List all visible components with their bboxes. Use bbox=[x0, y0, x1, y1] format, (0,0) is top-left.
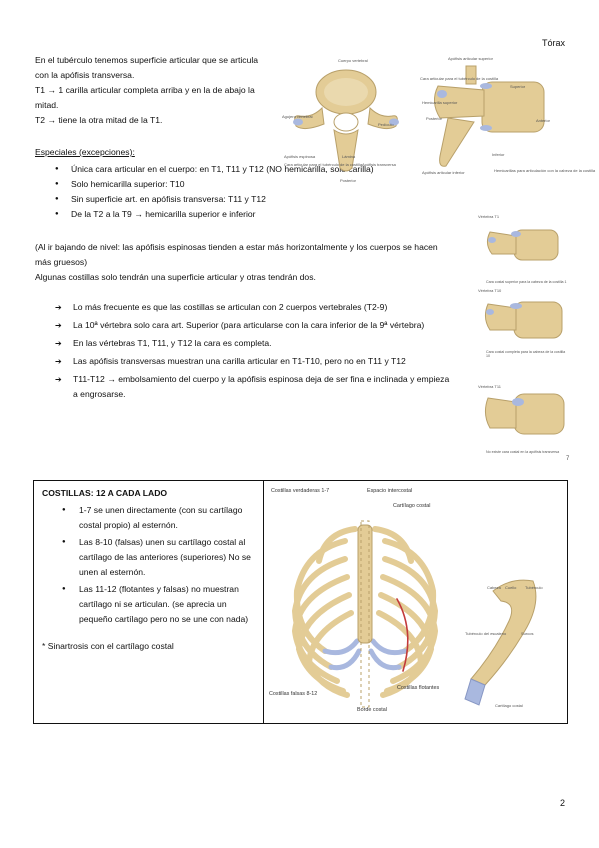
list-item: Las apófisis transversas muestran una ca… bbox=[55, 354, 455, 369]
rib-label: Surcos bbox=[521, 631, 534, 636]
vertebra-top-view-figure: Cuerpo vertebral Agujero vertebral Apófi… bbox=[282, 56, 410, 186]
ribs-title: COSTILLAS: 12 A CADA LADO bbox=[42, 488, 168, 498]
list-item: Solo hemicarilla superior: T10 bbox=[35, 177, 455, 192]
vertebra-t1-figure: Vértebra T1 Cara costal superior para la… bbox=[478, 214, 570, 284]
section-header: Tórax bbox=[541, 38, 565, 48]
list-item: Única cara articular en el cuerpo: en T1… bbox=[35, 162, 455, 177]
intro-text: En el tubérculo tenemos superficie artic… bbox=[35, 53, 265, 128]
figure-label: Apófisis articular inferior bbox=[422, 170, 465, 175]
ribs-list: 1-7 se unen directamente (con su cartíla… bbox=[42, 503, 257, 629]
vertebra-t10-illustration bbox=[484, 301, 563, 339]
vertebra-caption: Cara costal superior para la cabeza de l… bbox=[486, 280, 567, 284]
thorax-label-true-ribs: Costillas verdaderas 1-7 bbox=[271, 488, 330, 494]
rib-label: Tubérculo bbox=[525, 585, 543, 590]
page-number: 2 bbox=[559, 798, 565, 808]
list-item: La 10ª vértebra solo cara art. Superior … bbox=[55, 318, 455, 333]
figure-label: Agujero vertebral bbox=[282, 114, 313, 119]
vertebra-caption: No existe cara costal en la apófisis tra… bbox=[486, 450, 560, 454]
vertebra-t11-illustration bbox=[484, 393, 565, 435]
thorax-label-cartilage: Cartílago costal bbox=[393, 503, 431, 509]
list-item: Las 8-10 (falsas) unen su cartílago cost… bbox=[42, 535, 257, 580]
rib-label: Tubérculo del escaleno bbox=[465, 631, 507, 636]
arrow-points-list: Lo más frecuente es que las costillas se… bbox=[55, 300, 455, 405]
vertebra-side-view-figure: Apófisis articular superior Cara articul… bbox=[418, 56, 595, 180]
thorax-label-intercostal: Espacio intercostal bbox=[367, 488, 413, 494]
ribs-text-panel: COSTILLAS: 12 A CADA LADO 1-7 se unen di… bbox=[34, 481, 264, 723]
vertebra-top-view-illustration bbox=[293, 69, 399, 172]
figure-label: Pedículo bbox=[378, 122, 394, 127]
rib-label: Cuello bbox=[505, 585, 517, 590]
ribs-note: * Sinartrosis con el cartílago costal bbox=[42, 641, 174, 651]
figure-label: Apófisis articular superior bbox=[448, 56, 493, 61]
vertebra-label: Vértebra T10 bbox=[478, 288, 502, 293]
figure-label: Apófisis espinosa bbox=[284, 154, 316, 159]
figure-label: Apófisis transversa bbox=[362, 162, 396, 167]
thorax-label-floating: Costillas flotantes bbox=[397, 685, 440, 691]
thorax-figure-panel: Costillas verdaderas 1-7 Espacio interco… bbox=[265, 481, 567, 723]
list-item: De la T2 a la T9 → hemicarilla superior … bbox=[35, 207, 455, 222]
ribs-box: COSTILLAS: 12 A CADA LADO 1-7 se unen di… bbox=[33, 480, 568, 724]
figure-label: Anterior bbox=[536, 118, 551, 123]
rib-label: Cabeza bbox=[487, 585, 501, 590]
figure-label: Cara articular para el tubérculo de la c… bbox=[284, 162, 363, 167]
figure-label: Cara articular para el tubérculo de la c… bbox=[420, 76, 499, 81]
exceptions-note: (Al ir bajando de nivel: las apófisis es… bbox=[35, 240, 455, 285]
note-line: Algunas costillas solo tendrán una super… bbox=[35, 272, 316, 282]
list-item: 1-7 se unen directamente (con su cartíla… bbox=[42, 503, 257, 533]
figure-label: Inferior bbox=[492, 152, 505, 157]
list-item: Lo más frecuente es que las costillas se… bbox=[55, 300, 455, 315]
exceptions-list: Única cara articular en el cuerpo: en T1… bbox=[35, 162, 455, 222]
vertebra-label: Vértebra T11 bbox=[478, 384, 501, 389]
list-item: En las vértebras T1, T11, y T12 la cara … bbox=[55, 336, 455, 351]
vertebra-side-view-illustration bbox=[434, 65, 545, 167]
figure-label: Posterior bbox=[426, 116, 443, 121]
list-item: T11-T12 → embolsamiento del cuerpo y la … bbox=[55, 372, 455, 402]
vertebra-t1-illustration bbox=[486, 229, 559, 261]
note-line: (Al ir bajando de nivel: las apófisis es… bbox=[35, 242, 438, 267]
intro-line: T2 → tiene la otra mitad de la T1. bbox=[35, 115, 163, 125]
figure-mark: 7 bbox=[566, 456, 570, 462]
thorax-label-false-ribs: Costillas falsas 8-12 bbox=[269, 691, 318, 697]
list-item: Sin superficie art. en apófisis transver… bbox=[35, 192, 455, 207]
intro-line: T1 → 1 carilla articular completa arriba… bbox=[35, 85, 255, 110]
list-item: Las 11-12 (flotantes y falsas) no muestr… bbox=[42, 582, 257, 627]
figure-label: Lámina bbox=[342, 154, 356, 159]
thorax-illustration bbox=[291, 520, 537, 708]
rib-label: Cartílago costal bbox=[495, 703, 523, 708]
vertebra-t11-figure: Vértebra T11 No existe cara costal en la… bbox=[478, 384, 570, 454]
figure-label: Cuerpo vertebral bbox=[338, 58, 368, 63]
intro-line: En el tubérculo tenemos superficie artic… bbox=[35, 55, 259, 80]
figure-label: Superior bbox=[510, 84, 526, 89]
vertebra-label: Vértebra T1 bbox=[478, 214, 500, 219]
vertebra-t10-figure: Vértebra T10 Cara costal completa para l… bbox=[478, 288, 570, 358]
vertebra-caption: Cara costal completa para la cabeza de l… bbox=[486, 350, 566, 358]
thorax-label-costal-margin: Borde costal bbox=[357, 707, 387, 713]
exceptions-heading: Especiales (excepciones): bbox=[35, 147, 135, 157]
figure-label: Hemicarillas para articulación con la ca… bbox=[494, 168, 596, 173]
figure-label: Posterior bbox=[340, 178, 357, 183]
figure-label: Hemicarilla superior bbox=[422, 100, 458, 105]
